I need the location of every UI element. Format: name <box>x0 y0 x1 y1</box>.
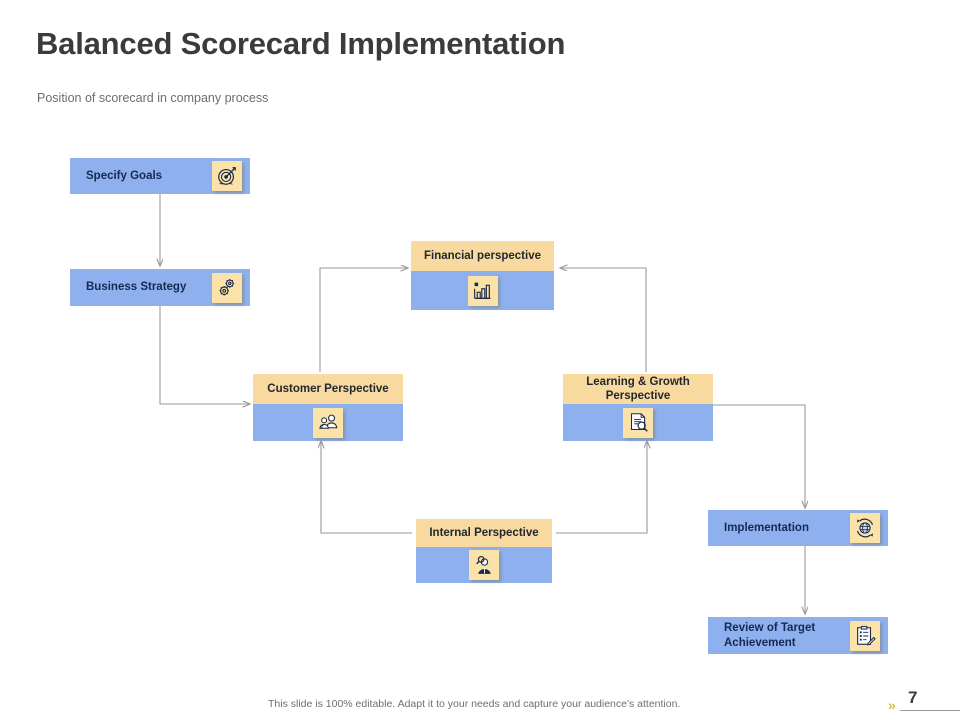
footer-note: This slide is 100% editable. Adapt it to… <box>268 698 681 710</box>
node-internal-perspective[interactable]: Internal Perspective <box>416 519 552 583</box>
connector-internal-to-learning <box>556 441 647 534</box>
node-financial-perspective[interactable]: Financial perspective <box>411 241 554 310</box>
connector-internal-to-customer <box>321 441 412 534</box>
globe-cycle-icon <box>850 513 880 543</box>
node-customer-perspective[interactable]: Customer Perspective <box>253 374 403 441</box>
node-customer-perspective-body <box>253 404 403 441</box>
page-subtitle: Position of scorecard in company process <box>37 91 269 105</box>
node-financial-perspective-label: Financial perspective <box>411 241 554 271</box>
connector-learning-to-financial <box>560 268 647 372</box>
node-review-of-target-achievement-label: Review of Target Achievement <box>724 622 816 649</box>
people-group-icon <box>313 407 343 438</box>
connector-learning-to-implementation <box>713 404 805 508</box>
badge-rule <box>900 710 960 711</box>
connector-strategy-to-customer <box>159 306 250 404</box>
bar-chart-icon <box>467 275 498 306</box>
page-number-badge: » 7 <box>880 688 960 718</box>
node-specify-goals[interactable]: Specify Goals <box>70 158 250 194</box>
page-number: 7 <box>908 688 918 707</box>
node-learning-growth-perspective[interactable]: Learning & Growth Perspective <box>563 374 713 441</box>
connector-customer-to-financial <box>319 268 408 372</box>
person-search-icon <box>469 550 499 580</box>
node-internal-perspective-label: Internal Perspective <box>416 519 552 547</box>
node-implementation-label: Implementation <box>724 521 809 534</box>
node-implementation[interactable]: Implementation <box>708 510 888 546</box>
node-internal-perspective-body <box>416 547 552 583</box>
node-financial-perspective-body <box>411 271 554 310</box>
target-icon <box>212 161 242 191</box>
node-business-strategy-label: Business Strategy <box>86 281 187 294</box>
clipboard-check-icon <box>850 620 880 651</box>
node-learning-growth-perspective-body <box>563 404 713 441</box>
node-review-of-target-achievement[interactable]: Review of Target Achievement <box>708 617 888 654</box>
node-learning-growth-perspective-label: Learning & Growth Perspective <box>563 374 713 404</box>
node-business-strategy[interactable]: Business Strategy <box>70 269 250 306</box>
chevron-right-icon: » <box>888 697 896 713</box>
node-specify-goals-label: Specify Goals <box>86 169 163 182</box>
document-search-icon <box>623 407 653 438</box>
page-title: Balanced Scorecard Implementation <box>36 26 566 61</box>
node-customer-perspective-label: Customer Perspective <box>253 374 403 404</box>
gears-icon <box>212 272 242 303</box>
